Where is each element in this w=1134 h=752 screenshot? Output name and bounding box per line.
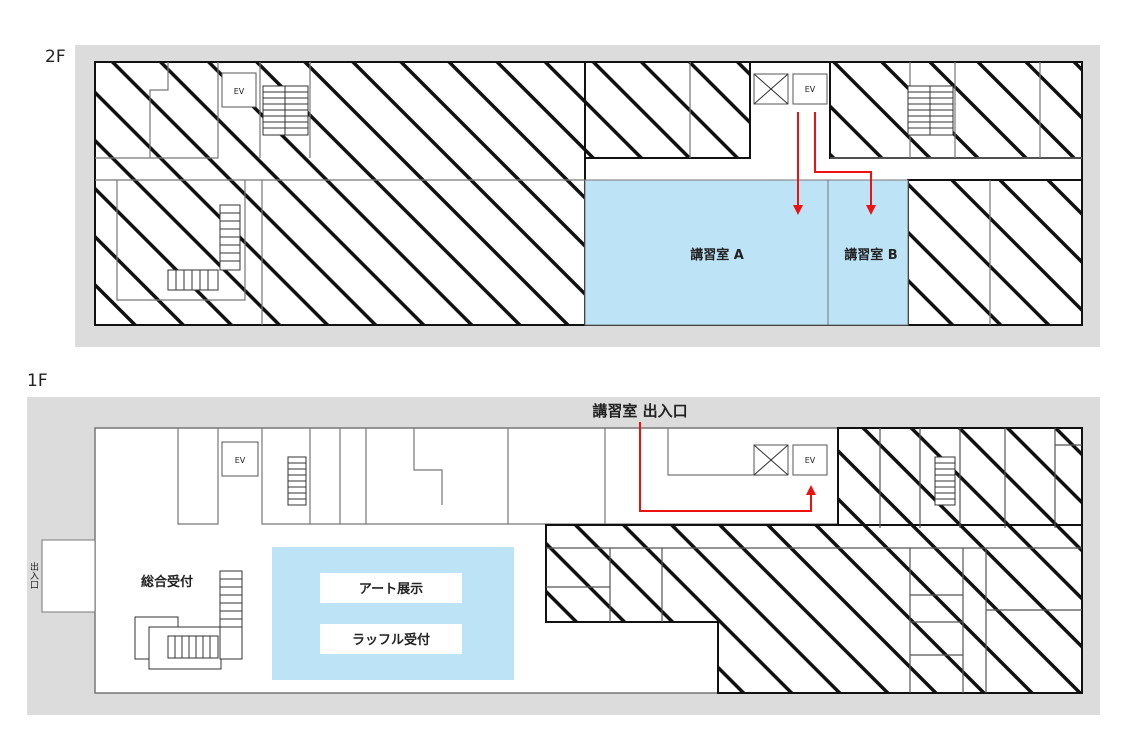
elevator-box: EV bbox=[792, 444, 828, 476]
restricted-area bbox=[584, 61, 751, 159]
floor-label-2f: 2F bbox=[45, 47, 66, 67]
svg-text:EV: EV bbox=[234, 87, 245, 96]
reception-label: 総合受付 bbox=[141, 574, 193, 590]
restricted-area bbox=[829, 61, 1083, 159]
raffle-reception-label: ラッフル受付 bbox=[352, 632, 430, 648]
svg-text:EV: EV bbox=[235, 456, 246, 465]
main-entrance-label: 出入口 bbox=[28, 561, 39, 589]
room-a[interactable] bbox=[584, 179, 829, 326]
room-b[interactable] bbox=[827, 179, 909, 326]
main-entrance[interactable] bbox=[41, 539, 96, 613]
restricted-area bbox=[545, 524, 1083, 694]
stairs-icon bbox=[134, 570, 243, 670]
elevator-box: EV bbox=[221, 72, 257, 108]
raffle-reception-box[interactable] bbox=[320, 624, 462, 654]
exhibition-area[interactable] bbox=[272, 547, 514, 680]
room-b-label: 講習室 B bbox=[844, 247, 897, 263]
room-a-label: 講習室 A bbox=[690, 247, 744, 263]
elevator-box: EV bbox=[792, 73, 828, 105]
stairs-icon bbox=[287, 456, 307, 506]
svg-text:EV: EV bbox=[805, 85, 816, 94]
elevator-shaft-closed bbox=[753, 444, 789, 476]
floor-2f: 2F EV EV bbox=[45, 45, 1100, 347]
elevator-box: EV bbox=[221, 441, 259, 477]
route-arrow-room-b bbox=[814, 112, 876, 215]
floor-1f: 1F 出入口 EV EV bbox=[27, 371, 1100, 715]
stairs-icon bbox=[167, 204, 241, 291]
stairs-icon bbox=[934, 456, 956, 506]
route-arrow-entrance bbox=[639, 422, 816, 512]
art-exhibit-label: アート展示 bbox=[359, 582, 423, 597]
stairs-icon bbox=[262, 85, 309, 136]
stairs-icon bbox=[907, 85, 954, 136]
floor-label-1f: 1F bbox=[27, 371, 48, 391]
art-exhibit-box[interactable] bbox=[320, 573, 462, 603]
svg-text:EV: EV bbox=[805, 456, 816, 465]
room-entrance-label: 講習室 出入口 bbox=[592, 402, 687, 420]
restricted-area bbox=[907, 179, 1083, 326]
elevator-shaft-closed bbox=[753, 73, 789, 105]
